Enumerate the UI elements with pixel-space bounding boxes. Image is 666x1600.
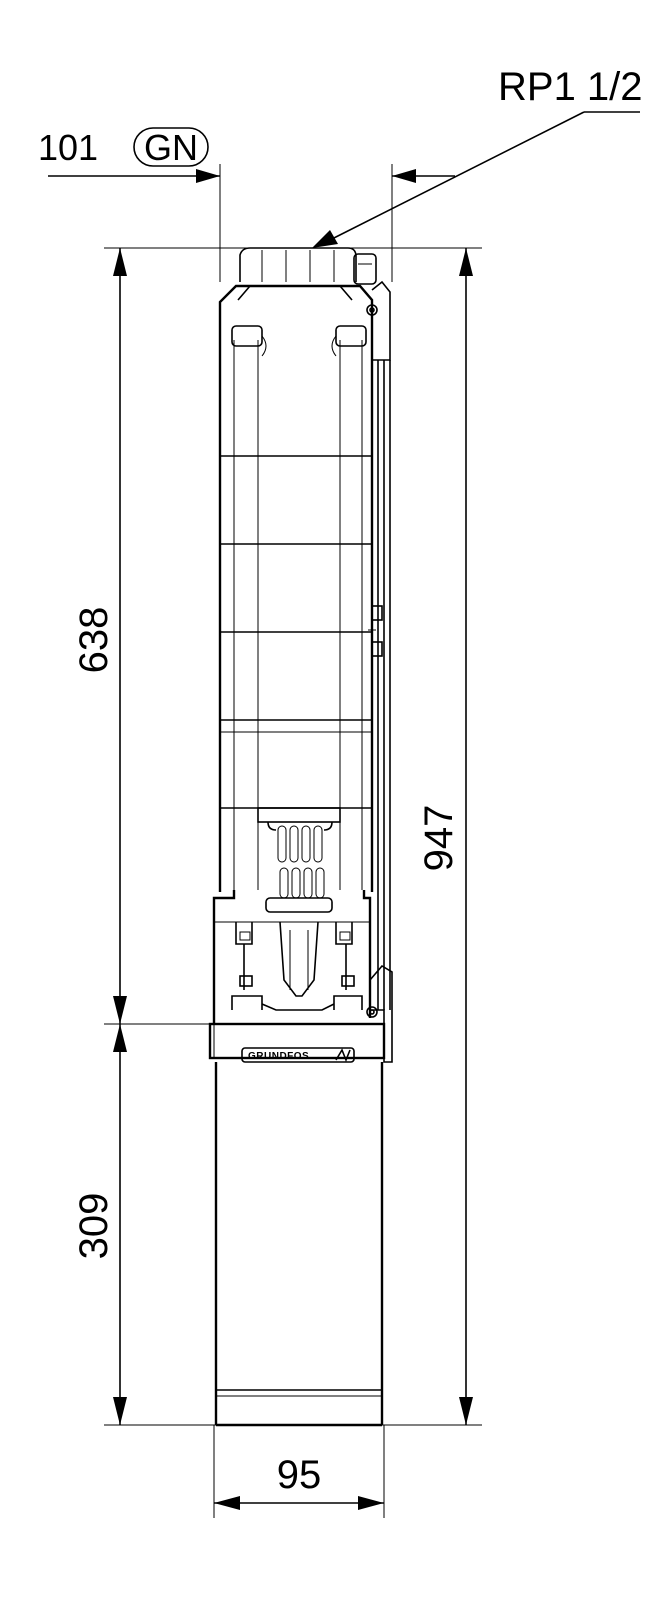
motor: GRUNDFOS <box>208 1022 386 1427</box>
thread-label: RP1 1/2 <box>498 65 643 109</box>
pump-end <box>212 247 393 1063</box>
outlet-width-dimension: 101 GN <box>38 127 455 282</box>
brand-logo-mark <box>335 1048 351 1063</box>
outlet-code-badge <box>133 127 209 167</box>
thread-callout: RP1 1/2 <box>312 65 643 248</box>
brand-logo: GRUNDFOS <box>248 1051 309 1062</box>
outlet-code-label: GN <box>144 127 198 168</box>
pump-length-label: 638 <box>72 607 116 674</box>
total-length-label: 947 <box>417 805 461 872</box>
diameter-dimension: 95 <box>213 1425 385 1518</box>
brand-plate <box>241 1047 355 1063</box>
total-length-dimension: 947 <box>417 248 473 1425</box>
motor-length-dimension: 309 <box>72 1024 127 1425</box>
pump-length-dimension: 638 <box>72 248 127 1024</box>
motor-length-label: 309 <box>72 1193 116 1260</box>
diameter-label: 95 <box>277 1453 322 1497</box>
outlet-width-label: 101 <box>38 127 98 168</box>
